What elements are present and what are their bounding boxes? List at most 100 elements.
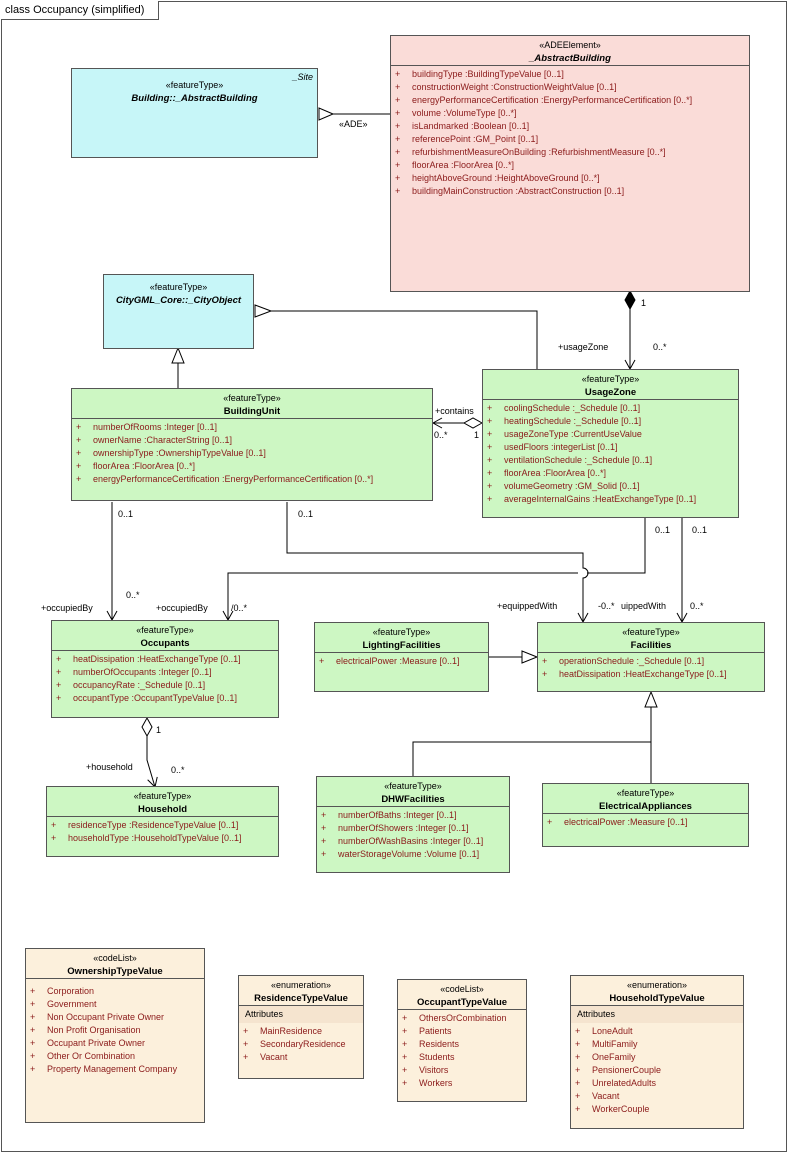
class-header: «enumeration»ResidenceTypeValue xyxy=(239,976,363,1006)
class-lightingfacilities[interactable]: «featureType»LightingFacilities+electric… xyxy=(314,622,489,692)
class-cityobject[interactable]: «featureType»CityGML_Core::_CityObject xyxy=(103,274,254,349)
visibility-marker: + xyxy=(575,1052,581,1062)
visibility-marker: + xyxy=(76,422,82,432)
attribute-row: +Occupant Private Owner xyxy=(30,1037,204,1050)
attribute-text: floorArea :FloorArea [0..*] xyxy=(504,468,607,478)
attribute-row: +Non Occupant Private Owner xyxy=(30,1011,204,1024)
visibility-marker: + xyxy=(402,1052,408,1062)
attribute-text: coolingSchedule :_Schedule [0..1] xyxy=(504,403,641,413)
attribute-text: Other Or Combination xyxy=(47,1051,136,1061)
edge-household xyxy=(146,736,158,788)
attribute-list: +electricalPower :Measure [0..1] xyxy=(543,814,748,829)
class-abstractbuilding-ade[interactable]: «ADEElement»_AbstractBuilding+buildingTy… xyxy=(390,35,750,292)
class-dhwfacilities[interactable]: «featureType»DHWFacilities+numberOfBaths… xyxy=(316,776,510,873)
attribute-text: WorkerCouple xyxy=(592,1104,650,1114)
multiplicity-label: /0..* xyxy=(231,603,248,613)
attribute-row: +UnrelatedAdults xyxy=(575,1077,743,1090)
attribute-text: energyPerformanceCertification :EnergyPe… xyxy=(93,474,374,484)
attribute-row: +Government xyxy=(30,998,204,1011)
attribute-text: Vacant xyxy=(592,1091,620,1101)
visibility-marker: + xyxy=(76,448,82,458)
class-header: «featureType»ElectricalAppliances xyxy=(543,784,748,814)
class-facilities[interactable]: «featureType»Facilities+operationSchedul… xyxy=(537,622,765,692)
attribute-text: OthersOrCombination xyxy=(419,1013,507,1023)
visibility-marker: + xyxy=(395,69,401,79)
role-label: +household xyxy=(86,762,133,772)
class-buildingunit[interactable]: «featureType»BuildingUnit +numberOfRooms … xyxy=(71,388,433,501)
generalization-arrow xyxy=(318,107,335,121)
attribute-row: + OthersOrCombination xyxy=(402,1012,526,1025)
attribute-text: ventilationSchedule :_Schedule [0..1] xyxy=(504,455,653,465)
generalization-arrow xyxy=(171,346,185,364)
class-household[interactable]: «featureType»Household+residenceType :Re… xyxy=(46,786,279,857)
attribute-text: occupantType :OccupantTypeValue [0..1] xyxy=(73,693,237,703)
visibility-marker: + xyxy=(30,1038,36,1048)
attribute-text: Patients xyxy=(419,1026,452,1036)
class-name: BuildingUnit xyxy=(223,406,281,417)
attribute-text: heatDissipation :HeatExchangeType [0..1] xyxy=(73,654,241,664)
class-building-abstractbuilding[interactable]: _Site«featureType»Building::_AbstractBui… xyxy=(71,68,318,158)
attribute-row: +usageZoneType :CurrentUseValue xyxy=(487,428,738,441)
attribute-row: +floorArea :FloorArea [0..*] xyxy=(487,467,738,480)
class-occupants[interactable]: «featureType»Occupants+heatDissipation :… xyxy=(51,620,279,718)
attribute-text: Property Management Company xyxy=(47,1064,178,1074)
attribute-text: constructionWeight :ConstructionWeightVa… xyxy=(412,82,617,92)
attribute-row: +numberOfShowers :Integer [0..1] xyxy=(321,822,509,835)
role-label: +usageZone xyxy=(558,342,609,352)
visibility-marker: + xyxy=(575,1091,581,1101)
attribute-row: +heatDissipation :HeatExchangeType [0..1… xyxy=(56,653,278,666)
attribute-text: electricalPower :Measure [0..1] xyxy=(564,817,688,827)
attribute-list: +MainResidence+SecondaryResidence+Vacant xyxy=(239,1023,363,1064)
visibility-marker: + xyxy=(243,1052,249,1062)
attribute-row: +energyPerformanceCertification :EnergyP… xyxy=(395,94,749,107)
visibility-marker: + xyxy=(56,667,62,677)
codelist-occupanttypevalue[interactable]: «codeList»OccupantTypeValue+OthersOrComb… xyxy=(397,979,527,1102)
multiplicity-label: 1 xyxy=(474,430,480,440)
attribute-list: +buildingType :BuildingTypeValue [0..1]+… xyxy=(391,66,749,198)
edge-dhw-generalization xyxy=(412,741,651,776)
visibility-marker: + xyxy=(56,680,62,690)
attribute-row: +waterStorageVolume :Volume [0..1] xyxy=(321,848,509,861)
stereotype-label: «featureType» xyxy=(384,781,442,791)
stereotype-label: «featureType» xyxy=(622,627,680,637)
attribute-text: Students xyxy=(419,1052,455,1062)
attribute-row: +heightAboveGround :HeightAboveGround [0… xyxy=(395,172,749,185)
multiplicity-label: 0..1 xyxy=(692,525,708,535)
class-usagezone[interactable]: «featureType»UsageZone+coolingSchedule :… xyxy=(482,369,739,518)
stereotype-label: «featureType» xyxy=(165,80,224,90)
ade-label: «ADE» xyxy=(339,119,368,129)
class-header: «featureType»BuildingUnit xyxy=(72,389,432,419)
visibility-marker: + xyxy=(51,833,57,843)
role-label: uippedWith xyxy=(621,601,667,611)
generalization-arrow xyxy=(521,650,539,664)
visibility-marker: + xyxy=(395,82,401,92)
multiplicity-label: 0..1 xyxy=(655,525,671,535)
codelist-ownershiptypevalue[interactable]: «codeList»OwnershipTypeValue+Corporation… xyxy=(25,948,205,1123)
class-electricalappliances[interactable]: «featureType»ElectricalAppliances+electr… xyxy=(542,783,749,847)
attribute-text: ownerName :CharacterString [0..1] xyxy=(93,435,233,445)
attribute-row: + Vacant xyxy=(575,1090,743,1103)
diagram-title: class Occupancy (simplified) xyxy=(1,1,160,20)
attribute-text: MultiFamily xyxy=(592,1039,638,1049)
generalization-arrow xyxy=(254,304,273,318)
class-header: «featureType»Building::_AbstractBuilding xyxy=(72,69,317,105)
attribute-text: UnrelatedAdults xyxy=(592,1078,657,1088)
composition-diamond xyxy=(624,289,636,311)
attribute-row: +isLandmarked :Boolean [0..1] xyxy=(395,120,749,133)
attribute-text: Non Occupant Private Owner xyxy=(47,1012,165,1022)
attribute-row: +Corporation xyxy=(30,985,204,998)
attribute-row: +averageInternalGains :HeatExchangeType … xyxy=(487,493,738,506)
attribute-text: energyPerformanceCertification :EnergyPe… xyxy=(412,95,693,105)
attribute-text: usedFloors :integerList [0..1] xyxy=(504,442,618,452)
attribute-text: heatDissipation :HeatExchangeType [0..1] xyxy=(559,669,727,679)
attribute-row: +volume :VolumeType [0..*] xyxy=(395,107,749,120)
visibility-marker: + xyxy=(402,1065,408,1075)
attribute-text: floorArea :FloorArea [0..*] xyxy=(412,160,515,170)
attribute-text: isLandmarked :Boolean [0..1] xyxy=(412,121,530,131)
visibility-marker: + xyxy=(402,1013,408,1023)
attribute-row: +numberOfRooms :Integer [0..1] xyxy=(76,421,432,434)
